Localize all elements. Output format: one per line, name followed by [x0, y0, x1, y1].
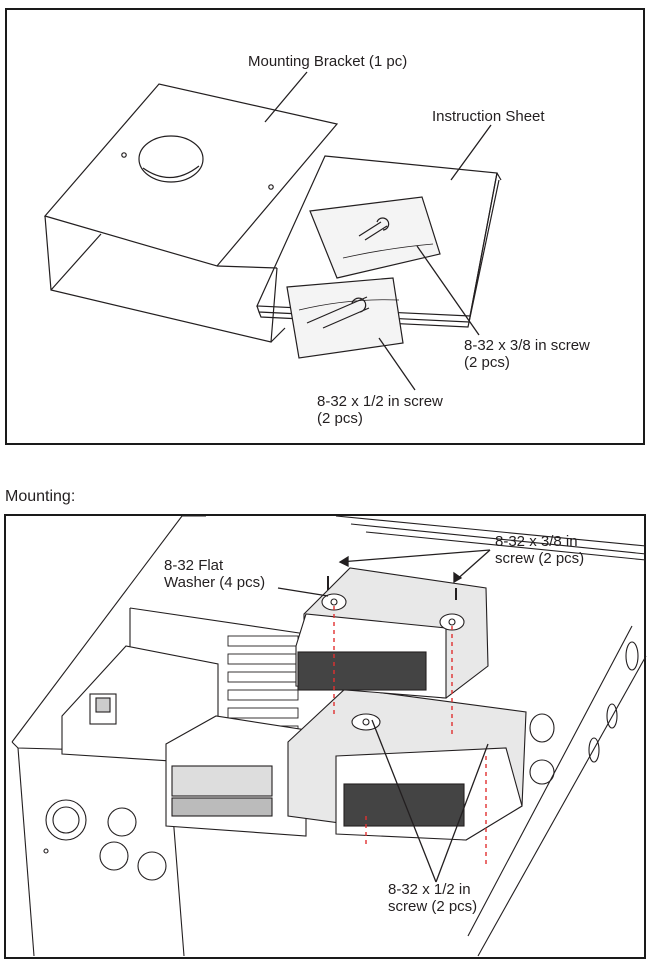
screw-12-label-line2: (2 pcs) [317, 410, 363, 427]
washer-label-line1: 8-32 Flat [164, 557, 224, 574]
lower-module [287, 687, 527, 841]
mounting-panel: 8-32 Flat Washer (4 pcs) 8-32 x 3/8 in s… [4, 514, 647, 959]
screw-bag-small [309, 196, 441, 279]
screw-12-label-line1: 8-32 x 1/2 in screw [317, 393, 443, 410]
screw-38-label-line2: (2 pcs) [464, 354, 510, 371]
enclosure [11, 516, 647, 957]
screw-38-label-line1: 8-32 x 3/8 in screw [464, 337, 590, 354]
parts-illustration [43, 71, 502, 391]
washer-label-line2: Washer (4 pcs) [164, 574, 266, 591]
mount-screw-38-label-line2: screw (2 pcs) [495, 550, 585, 567]
transformer [61, 645, 219, 765]
mount-screw-38-label-line1: 8-32 x 3/8 in [495, 533, 578, 550]
leader-lines [264, 71, 492, 391]
leader-lines-mount [277, 549, 491, 883]
mounting-bracket [43, 83, 339, 343]
parts-panel: Mounting Bracket (1 pc) Instruction Shee… [5, 8, 645, 445]
mounting-illustration [11, 516, 647, 957]
upper-module [295, 567, 489, 699]
instruction-sheet-label: Instruction Sheet [432, 108, 545, 125]
power-supply [165, 715, 307, 837]
mount-screw-12-label-line1: 8-32 x 1/2 in [388, 881, 471, 898]
screw-bag-large [286, 277, 404, 359]
mount-screw-12-label-line2: screw (2 pcs) [388, 898, 478, 915]
section-title: Mounting: [5, 488, 76, 505]
bracket-label: Mounting Bracket (1 pc) [248, 53, 408, 70]
alignment-guides [333, 606, 487, 866]
